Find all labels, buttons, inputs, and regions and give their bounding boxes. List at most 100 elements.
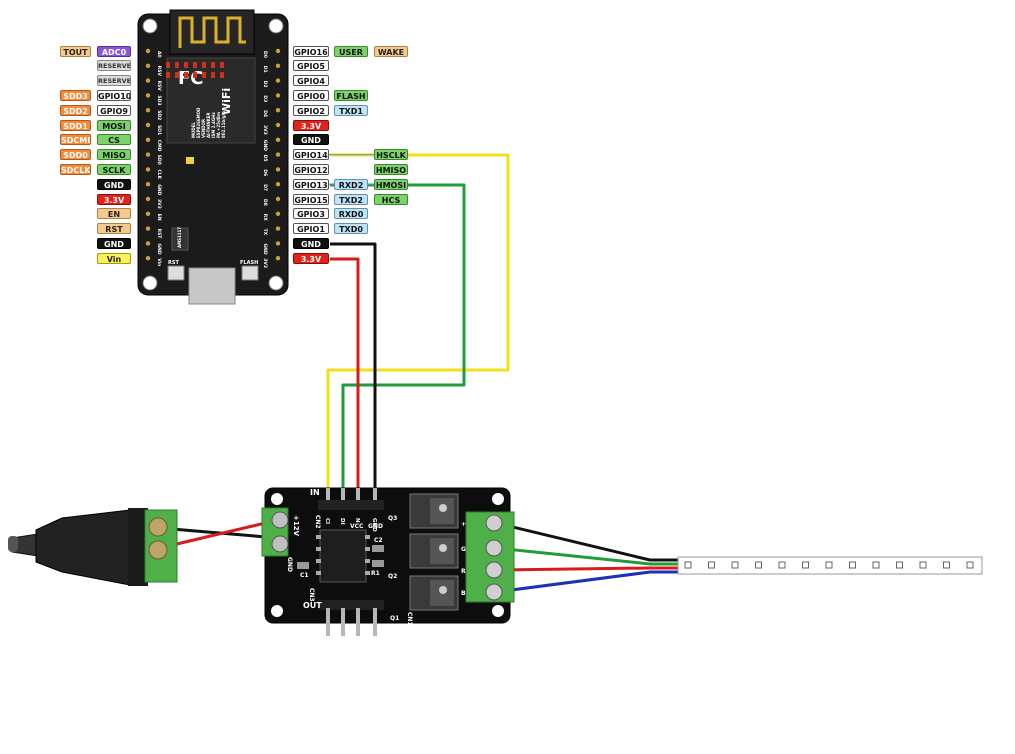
header-pin-label: D8 bbox=[262, 199, 268, 206]
connector-label: CN1 bbox=[406, 612, 413, 626]
wire-black-gnd bbox=[330, 242, 377, 490]
header-housing bbox=[318, 500, 384, 510]
pin-alt-label: SDD0 bbox=[60, 149, 91, 161]
header-pin-label: GND bbox=[262, 140, 268, 151]
header-pin bbox=[145, 182, 151, 187]
barrel-tip-end bbox=[8, 536, 18, 552]
header-pin bbox=[275, 167, 281, 172]
strip-led bbox=[708, 561, 715, 569]
header-pin bbox=[275, 152, 281, 157]
header-pin bbox=[275, 256, 281, 261]
header-pin bbox=[341, 488, 345, 504]
ic-leg bbox=[316, 571, 321, 575]
strip-led bbox=[872, 561, 880, 569]
wire-strip-blue bbox=[495, 570, 680, 594]
model-line: MODEL bbox=[191, 122, 196, 138]
pin-function-tag: HMISO bbox=[374, 163, 408, 175]
header-pin-label: 3V3 bbox=[156, 199, 162, 209]
header-pin-label: D6 bbox=[262, 169, 268, 176]
ic-leg bbox=[365, 571, 370, 575]
wire-strip-black bbox=[495, 521, 680, 562]
ic-leg bbox=[365, 547, 370, 551]
component-label: Q1 bbox=[390, 615, 399, 622]
terminal-label: + bbox=[461, 521, 466, 528]
model-line: ESP8266MOD bbox=[196, 107, 201, 138]
header-housing bbox=[318, 600, 384, 610]
header-pin-label: SD3 bbox=[156, 95, 162, 105]
status-led bbox=[186, 157, 194, 164]
header-pin bbox=[275, 226, 281, 231]
pin-alt-label: TOUT bbox=[60, 45, 91, 57]
pin-label: GND bbox=[97, 178, 131, 190]
jack-screw bbox=[148, 540, 168, 560]
power-label: +12V bbox=[292, 515, 300, 537]
regulator bbox=[171, 227, 189, 251]
pin-label: GPIO10 bbox=[97, 89, 131, 101]
header-pin-label: D0 bbox=[262, 51, 268, 58]
header-pin bbox=[275, 241, 281, 246]
header-pin bbox=[275, 211, 281, 216]
jack-collar bbox=[128, 508, 148, 586]
mounting-hole bbox=[492, 493, 504, 505]
strip-led bbox=[896, 561, 903, 569]
wifi-logo: WiFi bbox=[220, 88, 233, 115]
pin-alt-label: SDCLK bbox=[60, 163, 91, 175]
header-pin bbox=[145, 226, 151, 231]
header-pin-label: D2 bbox=[262, 81, 268, 88]
mounting-hole bbox=[271, 605, 283, 617]
header-pin bbox=[326, 608, 330, 636]
model-line: ISM 2.4GHz bbox=[211, 112, 216, 138]
header-pin-label: RSV bbox=[156, 81, 162, 92]
pin-label: 3.3V bbox=[293, 252, 329, 264]
pin-function-tag: HMOSI bbox=[374, 178, 408, 190]
castellated-pad bbox=[193, 72, 197, 78]
ic-leg bbox=[316, 559, 321, 563]
usb-connector bbox=[188, 267, 236, 305]
pin-label: MOSI bbox=[97, 119, 131, 131]
pin-label: GND bbox=[293, 134, 329, 146]
esp-left-header: A0RSVRSVSD3SD2SD1CMDSD0CLKGND3V3ENRSTGND… bbox=[145, 48, 224, 266]
output-header-label: OUT bbox=[303, 601, 322, 610]
flash-button-label: FLASH bbox=[240, 260, 258, 266]
mosfet-hole bbox=[439, 586, 447, 594]
mounting-hole bbox=[142, 18, 158, 34]
pin-alt-label: SDD2 bbox=[60, 104, 91, 116]
strip-led bbox=[684, 561, 692, 569]
pin-label: GPIO4 bbox=[293, 75, 329, 87]
fc-logo: FC bbox=[178, 68, 204, 89]
jack-body bbox=[35, 509, 131, 586]
smd-component bbox=[297, 562, 309, 569]
header-pin bbox=[145, 78, 151, 83]
header-pin bbox=[275, 108, 281, 113]
header-pin-label: D4 bbox=[262, 110, 268, 117]
header-pin-label: EN bbox=[156, 214, 162, 221]
header-pin bbox=[373, 608, 377, 636]
wire-green-hmosi bbox=[330, 183, 466, 490]
pin-label: GPIO9 bbox=[97, 104, 131, 116]
pin-label: GND bbox=[97, 237, 131, 249]
castellated-pad bbox=[175, 72, 179, 78]
pin-label: GPIO15 bbox=[293, 193, 329, 205]
header-pin-label: D3 bbox=[262, 95, 268, 102]
terminal-label: G bbox=[461, 546, 466, 553]
smd-component bbox=[372, 545, 384, 552]
header-pin-label: Vin bbox=[156, 258, 162, 266]
strip-led bbox=[731, 561, 739, 569]
ic-leg bbox=[316, 535, 321, 539]
model-line: AI-THINKER bbox=[206, 113, 211, 138]
pin-label: RESERVED bbox=[97, 75, 131, 87]
driver-ic bbox=[319, 529, 367, 583]
header-pin-label: SD0 bbox=[156, 155, 162, 165]
wire-red-3v3 bbox=[330, 257, 360, 490]
rst-button-label: RST bbox=[168, 260, 179, 266]
led-strip-leds bbox=[684, 561, 974, 569]
header-pin-label: CLK bbox=[156, 169, 162, 179]
strip-led bbox=[919, 561, 927, 569]
header-pin-label: GND bbox=[262, 243, 268, 254]
component-label: Q2 bbox=[388, 573, 397, 580]
